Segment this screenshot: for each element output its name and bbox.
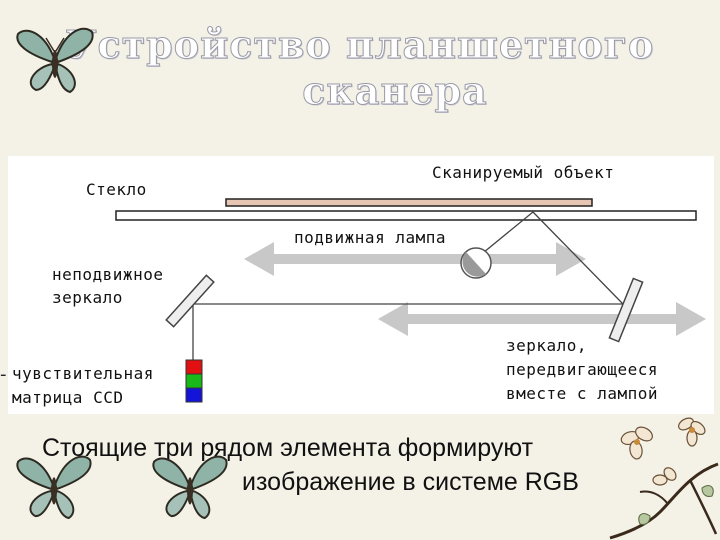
lamp-track-arrow: [244, 242, 586, 276]
flower-branch-icon: [609, 417, 719, 540]
caption-line-2: изображение в системе RGB: [242, 468, 579, 496]
ccd-label-2: матрица CCD: [12, 388, 124, 407]
light-path: [192, 211, 624, 360]
moving-lamp-label: подвижная лампа: [294, 228, 446, 247]
scanned-object-bar: [225, 198, 593, 207]
title-line-1: Устройство планшетного: [65, 22, 655, 68]
caption-line-1: Стоящие три рядом элемента формируют: [42, 434, 534, 462]
scanner-diagram: Сканируемый объект Стекло подвижная ламп…: [8, 156, 714, 414]
moving-mirror-label-3: вместе с лампой: [506, 384, 658, 403]
bullet-dash: -: [0, 364, 7, 385]
scanned-object-label: Сканируемый объект: [432, 163, 615, 182]
fixed-mirror: [165, 274, 215, 328]
moving-mirror: [608, 277, 644, 343]
fixed-mirror-label-2: зеркало: [52, 288, 123, 307]
butterfly-icon: [152, 455, 228, 520]
moving-mirror-label-2: передвигающееся: [506, 360, 658, 379]
fixed-mirror-label-1: неподвижное: [52, 265, 164, 284]
moving-lamp: [460, 247, 492, 279]
title-line-2: сканера: [302, 68, 488, 114]
mirror-track-arrow: [378, 302, 706, 336]
ccd-label-1: чувствительная: [12, 364, 154, 383]
ccd-sensor: [185, 359, 203, 403]
slide-title: Устройство планшетного сканера: [0, 22, 720, 114]
butterfly-icon: [16, 455, 92, 520]
scanner-diagram-graphic: [115, 198, 706, 403]
glass-plate: [115, 210, 697, 221]
butterfly-icon: [16, 27, 94, 94]
glass-label: Стекло: [86, 180, 147, 199]
moving-mirror-label-1: зеркало,: [506, 336, 588, 355]
